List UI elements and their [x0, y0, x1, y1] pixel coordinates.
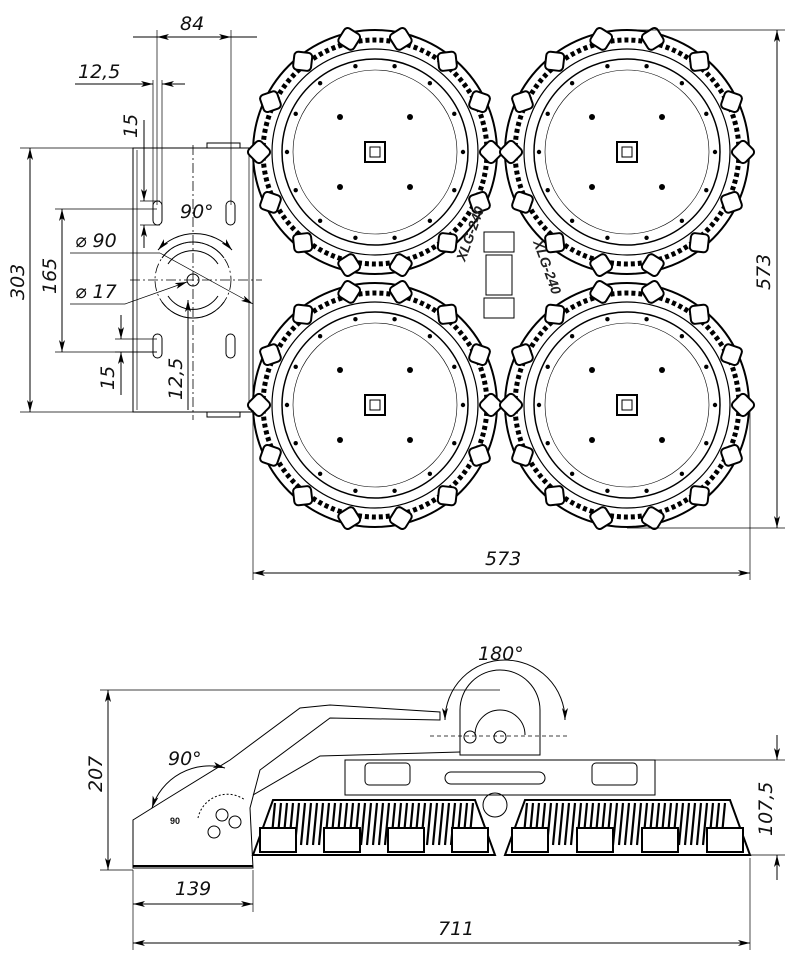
luminaire-module	[498, 280, 756, 530]
luminaire-module	[246, 27, 504, 277]
dim-573-horizontal: 573	[485, 548, 521, 570]
dim-84: 84	[180, 13, 204, 35]
frame	[344, 759, 656, 796]
top-view: XLG-240 XLG-240 84 12,5 15 303	[7, 13, 785, 580]
dim-573-vertical: 573	[753, 254, 775, 290]
luminaire-modules-side	[251, 799, 752, 856]
dim-15-top: 15	[120, 114, 142, 138]
side-view: 90 180° 90° 207 107,5	[85, 643, 785, 950]
dim-diameter-17: ⌀ 17	[75, 281, 117, 303]
top-gear-mount	[459, 669, 541, 756]
dim-angle-180: 180°	[478, 643, 524, 665]
luminaire-module	[498, 27, 756, 277]
side-view-dimensions: 180° 90° 207 107,5 139 711	[85, 643, 785, 950]
dim-107-5: 107,5	[755, 782, 777, 836]
dim-139: 139	[175, 878, 211, 900]
dim-angle-90: 90°	[180, 201, 214, 223]
scale-mark-90: 90	[170, 816, 180, 826]
luminaire-modules-top	[246, 27, 756, 530]
dim-165: 165	[39, 258, 61, 294]
dim-angle-90-side: 90°	[168, 748, 202, 770]
luminaire-module-side	[503, 799, 752, 856]
mounting-bracket	[130, 142, 262, 420]
dim-diameter-90: ⌀ 90	[75, 230, 117, 252]
dim-711: 711	[438, 918, 474, 940]
dim-12-5-top: 12,5	[78, 61, 120, 83]
dim-15-bottom: 15	[97, 366, 119, 390]
luminaire-module-side	[251, 799, 497, 856]
junction-connector	[483, 231, 515, 319]
dim-303: 303	[7, 264, 29, 300]
dim-12-5-bottom: 12,5	[165, 358, 187, 400]
top-view-dimensions: 84 12,5 15 303 165 ⌀ 90 ⌀ 17	[7, 13, 785, 580]
dim-207: 207	[85, 756, 107, 792]
luminaire-module	[246, 280, 504, 530]
